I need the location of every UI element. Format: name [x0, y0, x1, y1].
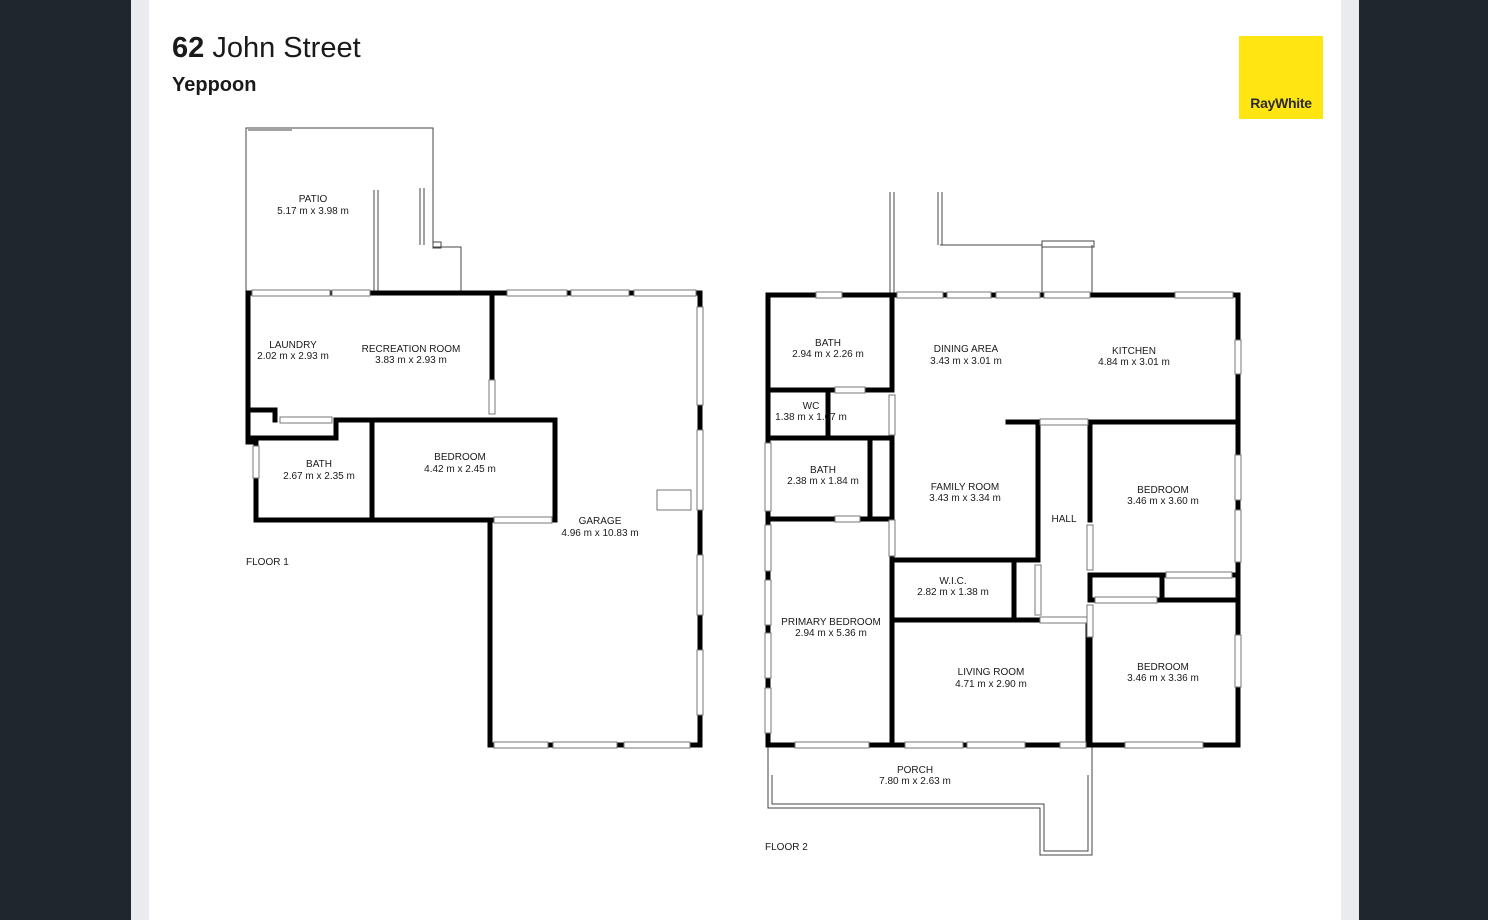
living-size: 4.71 m x 2.90 m [955, 679, 1027, 690]
suburb-name: Yeppoon [172, 74, 257, 96]
floor2-labels: BATH 2.94 m x 2.26 m DINING AREA 3.43 m … [765, 338, 1199, 853]
kitchen-name: KITCHEN [1112, 346, 1156, 357]
wc-size: 1.38 m x 1.07 m [775, 412, 847, 423]
f2-bedroom1-size: 3.46 m x 3.60 m [1127, 496, 1199, 507]
f2-bedroom2-size: 3.46 m x 3.36 m [1127, 673, 1199, 684]
wic-name: W.I.C. [939, 576, 966, 587]
porch-size: 7.80 m x 2.63 m [879, 776, 951, 787]
garage-name: GARAGE [579, 516, 622, 527]
family-size: 3.43 m x 3.34 m [929, 493, 1001, 504]
right-margin-strip [1341, 0, 1359, 920]
wic-size: 2.82 m x 1.38 m [917, 587, 989, 598]
primary-size: 2.94 m x 5.36 m [795, 628, 867, 639]
f1-bedroom-size: 4.42 m x 2.45 m [424, 464, 496, 475]
f2-bath1-name: BATH [815, 338, 841, 349]
floor1-windows [251, 289, 704, 749]
f1-bedroom-name: BEDROOM [434, 452, 486, 463]
recreation-size: 3.83 m x 2.93 m [375, 355, 447, 366]
living-name: LIVING ROOM [958, 667, 1025, 678]
wc-name: WC [803, 401, 820, 412]
family-name: FAMILY ROOM [931, 482, 1000, 493]
patio-size: 5.17 m x 3.98 m [277, 206, 349, 217]
laundry-name: LAUNDRY [269, 340, 317, 351]
f2-bath2-name: BATH [810, 465, 836, 476]
f1-bath-name: BATH [306, 459, 332, 470]
f2-bedroom1-name: BEDROOM [1137, 485, 1189, 496]
f2-bath2-size: 2.38 m x 1.84 m [787, 476, 859, 487]
floor-plan-sheet [149, 0, 1341, 920]
floor1-label: FLOOR 1 [246, 557, 289, 568]
patio-outline [245, 127, 462, 293]
floor2-plan: BATH 2.94 m x 2.26 m DINING AREA 3.43 m … [764, 192, 1242, 856]
floor2-outlines [767, 192, 1095, 856]
kitchen-size: 4.84 m x 3.01 m [1098, 357, 1170, 368]
ray-white-logo: RayWhite [1239, 36, 1323, 119]
f1-bath-size: 2.67 m x 2.35 m [283, 471, 355, 482]
left-margin-strip [131, 0, 149, 920]
f2-bath1-size: 2.94 m x 2.26 m [792, 349, 864, 360]
patio-name: PATIO [299, 194, 328, 205]
floor2-label: FLOOR 2 [765, 842, 808, 853]
address-title: 62 John Street [172, 32, 361, 65]
recreation-name: RECREATION ROOM [362, 344, 461, 355]
floor1-plan: PATIO 5.17 m x 3.98 m LAUNDRY 2.02 m x 2… [245, 127, 704, 749]
floor2-windows [764, 291, 1242, 749]
floor1-labels: PATIO 5.17 m x 3.98 m LAUNDRY 2.02 m x 2… [246, 194, 639, 568]
floor1-walls [245, 290, 703, 748]
garage-size: 4.96 m x 10.83 m [561, 528, 638, 539]
porch-name: PORCH [897, 765, 933, 776]
dining-name: DINING AREA [934, 344, 999, 355]
laundry-size: 2.02 m x 2.93 m [257, 351, 329, 362]
f2-bedroom2-name: BEDROOM [1137, 662, 1189, 673]
logo-text: RayWhite [1250, 95, 1312, 111]
street-number: 62 [172, 32, 205, 64]
primary-name: PRIMARY BEDROOM [781, 617, 881, 628]
hall-name: HALL [1051, 514, 1076, 525]
dining-size: 3.43 m x 3.01 m [930, 356, 1002, 367]
street-name: John Street [212, 32, 361, 64]
